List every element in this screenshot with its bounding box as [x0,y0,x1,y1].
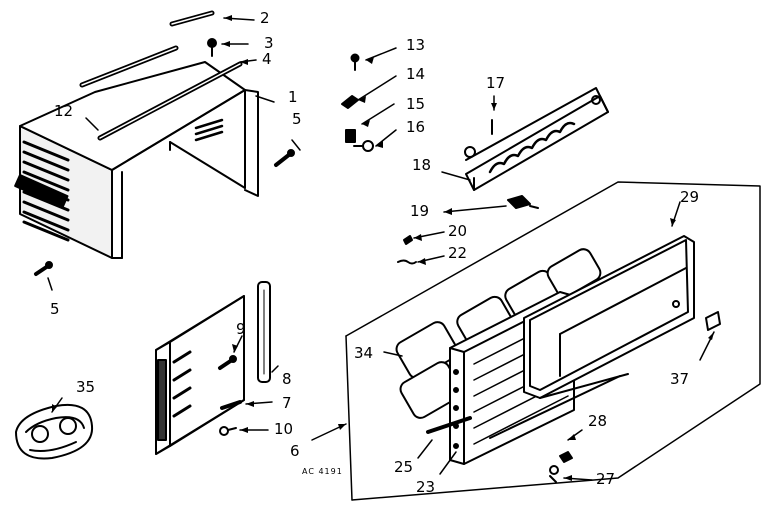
part-label-34: 34 [354,344,374,362]
part-label-8: 8 [282,370,292,388]
part-label-10: 10 [274,420,294,438]
part-label-29: 29 [680,188,700,206]
part-label-9: 9 [236,320,246,338]
part-19-bracket [507,195,539,209]
front-panel-group-outline [345,181,761,501]
part-label-17: 17 [486,74,506,92]
top-rail-part-2 [169,10,215,27]
front-door-part-29 [489,235,695,439]
part-label-27: 27 [596,470,616,488]
part-label-5-lower: 5 [50,300,60,318]
knob-part-35 [15,404,94,460]
screw-part-3 [207,38,217,57]
part-label-35: 35 [76,378,96,396]
part-label-28: 28 [588,412,608,430]
part-37-tab [705,311,721,331]
clips-20-22 [397,235,417,265]
part-label-16: 16 [406,118,426,136]
small-hardware [341,53,374,152]
drawing-code: AC 4191 [302,467,343,476]
part-label-5-upper: 5 [292,110,302,128]
blower-assembly [464,87,609,191]
part-label-23: 23 [416,478,436,496]
part-label-4: 4 [262,50,272,68]
part-label-15: 15 [406,95,426,113]
cabinet-shell [14,61,259,259]
part-label-1: 1 [288,88,298,106]
part-label-14: 14 [406,65,426,83]
part-label-7: 7 [282,394,292,412]
top-rail-part-4 [79,45,243,141]
part-label-13: 13 [406,36,426,54]
arrowheads [52,15,714,481]
part-7-rod [220,400,242,410]
part-label-22: 22 [448,244,468,262]
part-label-2: 2 [260,9,270,27]
hardware-27-28 [549,451,573,483]
side-strip-part-8 [257,281,271,383]
part-label-20: 20 [448,222,468,240]
part-label-25: 25 [394,458,414,476]
rod-part-25 [426,416,472,434]
part-label-18: 18 [412,156,432,174]
screw-part-5 [34,149,295,276]
part-label-12: 12 [54,102,74,120]
chassis-frame [155,295,245,455]
part-10-clip [219,426,237,436]
screw-part-9 [218,355,237,370]
part-label-6: 6 [290,442,300,460]
part-label-3: 3 [264,34,274,52]
part-label-37: 37 [670,370,690,388]
part-label-19: 19 [410,202,430,220]
